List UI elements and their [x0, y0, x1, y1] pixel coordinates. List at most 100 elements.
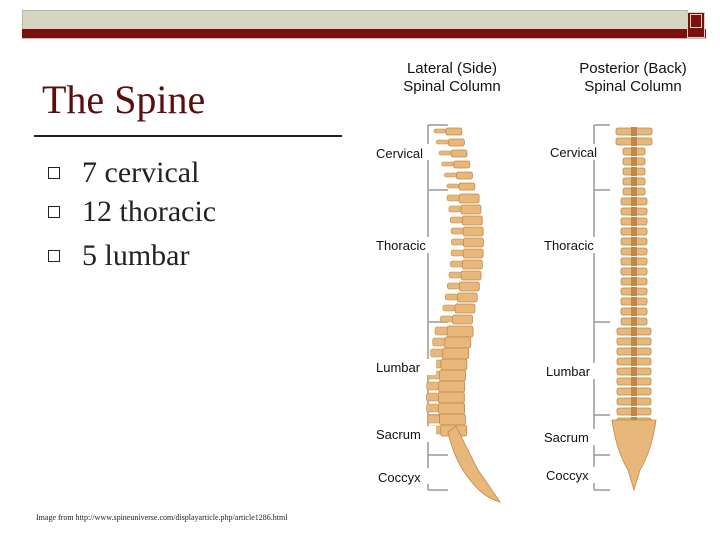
lateral-label-cervical: Cervical — [376, 146, 423, 161]
spinous-process — [631, 317, 637, 326]
spinous-process — [631, 127, 637, 136]
bullet-item: 7 cervical — [48, 150, 216, 196]
spinous-process — [438, 150, 452, 156]
spinous-process — [446, 194, 460, 202]
header-band — [22, 10, 688, 30]
spinous-process — [631, 287, 637, 296]
spinous-process — [433, 128, 447, 134]
vertebra-lateral — [442, 347, 470, 360]
bullet-item: 5 lumbar — [48, 233, 216, 279]
vertebra-lateral — [458, 281, 480, 292]
vertebra-lateral — [446, 325, 474, 338]
square-bullet-icon — [48, 167, 60, 179]
vertebra-lateral — [438, 380, 466, 393]
spinous-process — [449, 216, 463, 224]
spinous-process — [631, 327, 637, 336]
vertebra-lateral — [454, 303, 476, 314]
square-bullet-icon — [48, 250, 60, 262]
vertebra-lateral — [462, 226, 484, 237]
lateral-label-lumbar: Lumbar — [376, 360, 421, 375]
bullet-item: 12 thoracic — [48, 189, 216, 234]
posterior-spine-illustration — [611, 127, 657, 492]
spinous-process — [631, 147, 637, 156]
spinous-process — [631, 207, 637, 216]
posterior-label-cervical: Cervical — [550, 145, 597, 160]
spinous-process — [631, 157, 637, 166]
spinous-process — [444, 172, 457, 178]
spinous-process — [446, 183, 460, 189]
posterior-title-line2: Spinal Column — [584, 78, 682, 95]
spinous-process — [631, 307, 637, 316]
vertebra-lateral — [461, 259, 483, 270]
spinous-process — [436, 139, 449, 145]
vertebra-lateral — [439, 369, 466, 382]
spinous-process — [631, 387, 637, 396]
spinous-process — [631, 347, 637, 356]
vertebra-lateral — [453, 160, 471, 169]
spinous-process — [631, 337, 637, 346]
spine-figure: Lateral (Side) Spinal Column Posterior (… — [374, 60, 687, 503]
vertebra-lateral — [445, 127, 463, 136]
spinous-process — [430, 348, 443, 358]
lateral-label-coccyx: Coccyx — [378, 470, 421, 485]
bullet-text: 5 lumbar — [82, 239, 190, 272]
vertebra-lateral — [458, 193, 480, 204]
lateral-title-line2: Spinal Column — [403, 78, 501, 95]
spinous-process — [450, 260, 463, 268]
spinous-process — [432, 337, 446, 347]
lateral-label-thoracic: Thoracic — [376, 238, 426, 253]
vertebra-lateral — [437, 391, 465, 404]
spinous-process — [631, 277, 637, 286]
spinous-process — [631, 177, 637, 186]
spinous-process — [631, 367, 637, 376]
spinous-process — [631, 247, 637, 256]
bullet-text: 12 thoracic — [82, 194, 217, 228]
vertebra-lateral — [462, 237, 484, 248]
lateral-title-line1: Lateral (Side) — [407, 60, 497, 77]
spinous-process — [631, 227, 637, 236]
vertebra-lateral — [456, 292, 478, 303]
lateral-label-sacrum: Sacrum — [376, 427, 421, 442]
spinous-process — [631, 397, 637, 406]
spinous-process — [631, 377, 637, 386]
spinous-process — [631, 257, 637, 266]
bullet-text: 7 cervical — [82, 156, 200, 189]
title-underline — [34, 135, 342, 137]
spinous-process — [451, 238, 464, 246]
spinous-process — [450, 249, 464, 257]
vertebra-lateral — [452, 314, 473, 325]
vertebra-lateral — [447, 138, 465, 147]
vertebra-lateral — [455, 171, 473, 180]
vertebra-lateral — [458, 182, 476, 191]
posterior-labels: Cervical Thoracic Lumbar Sacrum Coccyx — [542, 144, 610, 483]
posterior-label-sacrum: Sacrum — [544, 430, 589, 445]
vertebra-lateral — [450, 149, 468, 158]
spinous-process — [448, 271, 462, 279]
spinous-process — [441, 161, 455, 167]
spinous-process — [447, 282, 460, 290]
spinous-process — [427, 414, 440, 424]
lateral-spine-illustration — [426, 127, 501, 503]
spinous-process — [631, 297, 637, 306]
bullet-list: 7 cervical 12 thoracic 5 lumbar — [48, 150, 216, 279]
header-rule — [22, 38, 706, 39]
spinous-process — [631, 357, 637, 366]
vertebra-lateral — [460, 270, 482, 281]
slide-title: The Spine — [42, 77, 206, 122]
vertebra-lateral — [462, 248, 484, 259]
posterior-label-coccyx: Coccyx — [546, 468, 589, 483]
vertebra-lateral — [444, 336, 472, 349]
posterior-title-line1: Posterior (Back) — [579, 60, 687, 77]
posterior-label-lumbar: Lumbar — [546, 364, 591, 379]
spinous-process — [450, 227, 464, 235]
header-corner-square — [687, 12, 705, 38]
spinous-process — [631, 167, 637, 176]
vertebra-lateral — [460, 204, 482, 215]
spinous-process — [444, 293, 458, 301]
spinous-process — [434, 326, 448, 336]
spinous-process — [631, 137, 637, 146]
image-credit: Image from http://www.spineuniverse.com/… — [36, 513, 288, 522]
spinous-process — [631, 237, 637, 246]
spinous-process — [448, 205, 462, 213]
spinous-process — [440, 315, 453, 323]
